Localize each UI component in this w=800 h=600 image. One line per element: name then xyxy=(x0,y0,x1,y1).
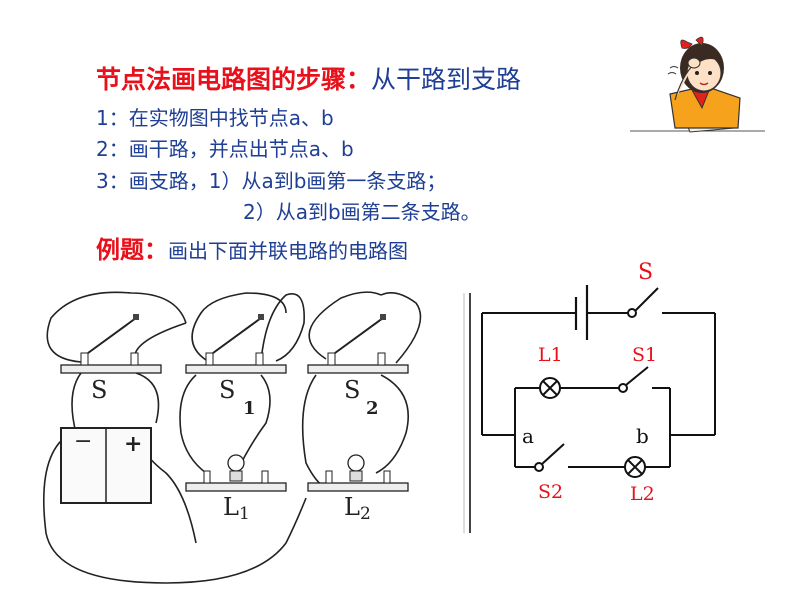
step-3-sub: 2）从a到b画第二条支路。 xyxy=(243,200,481,224)
schematic-main-switch-label: S xyxy=(638,260,653,285)
battery-plus: + xyxy=(124,431,142,457)
schematic-node-a: a xyxy=(522,424,534,448)
physical-switch-label-3: S xyxy=(344,376,360,404)
step-1: 1：在实物图中找节点a、b xyxy=(96,106,334,130)
physical-switch-label-1: S xyxy=(91,376,107,404)
schematic-lamp-2-label: L2 xyxy=(630,483,655,505)
physical-switch-subscript-2: 2 xyxy=(366,398,379,419)
main-switch-pivot xyxy=(627,308,637,318)
girl-reading-illustration xyxy=(630,36,765,133)
physical-circuit-diagram: − + S S 1 S 2 L 1 L 2 xyxy=(36,283,476,595)
step-3: 3：画支路，1）从a到b画第一条支路； xyxy=(96,169,447,193)
example-text: 画出下面并联电路的电路图 xyxy=(168,239,408,263)
physical-switch-subscript-1: 1 xyxy=(243,398,256,419)
example-line: 例题：画出下面并联电路的电路图 xyxy=(96,230,408,265)
schematic-circuit-diagram: S L1 S1 a b S2 L2 xyxy=(481,260,716,505)
switch-1-pivot xyxy=(618,383,628,393)
lamp-unit-1 xyxy=(185,454,287,492)
battery: − + xyxy=(60,427,152,504)
slide-heading: 节点法画电路图的步骤：从干路到支路 xyxy=(96,60,521,96)
example-label: 例题： xyxy=(96,236,168,264)
lamp-1-bulb xyxy=(227,454,245,472)
schematic-node-b: b xyxy=(636,424,649,448)
switch-2-pivot xyxy=(534,462,544,472)
switch-unit-1 xyxy=(60,314,162,374)
lamp-unit-2 xyxy=(307,454,409,492)
step-2: 2：画干路，并点出节点a、b xyxy=(96,137,354,161)
battery-minus: − xyxy=(74,429,92,454)
heading-label: 节点法画电路图的步骤： xyxy=(96,65,372,94)
lamp-2-symbol xyxy=(624,456,646,478)
schematic-lamp-1-label: L1 xyxy=(538,344,563,366)
physical-lamp-subscript-2: 2 xyxy=(360,504,371,524)
heading-suffix: 从干路到支路 xyxy=(371,65,522,94)
switch-unit-2 xyxy=(185,314,287,374)
lamp-1-symbol xyxy=(539,377,561,399)
schematic-switch-1-label: S1 xyxy=(632,344,657,366)
physical-switch-label-2: S xyxy=(219,376,235,404)
lamp-2-bulb xyxy=(347,454,365,472)
physical-lamp-subscript-1: 1 xyxy=(239,504,250,524)
physical-lamp-label-1: L xyxy=(223,493,239,521)
schematic-switch-2-label: S2 xyxy=(538,481,563,503)
physical-lamp-label-2: L xyxy=(344,493,360,521)
switch-unit-3 xyxy=(307,314,409,374)
